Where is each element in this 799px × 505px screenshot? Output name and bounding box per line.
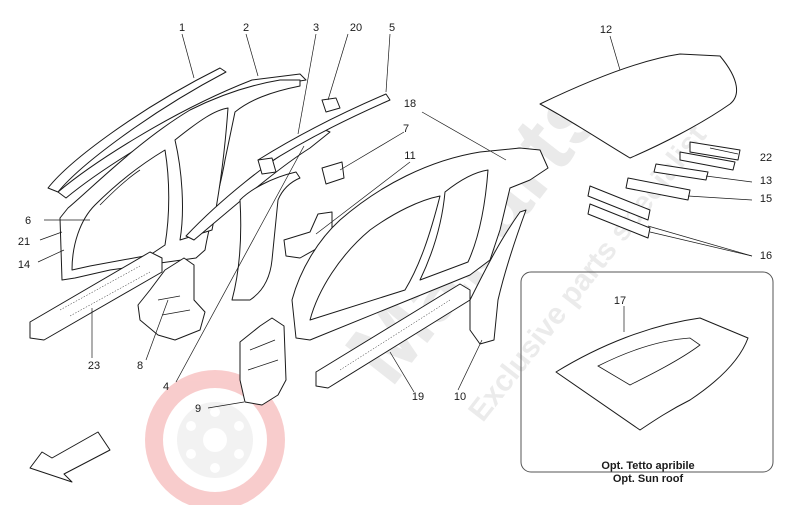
callout-14: 14 xyxy=(18,259,30,271)
watermark-logo xyxy=(145,370,285,505)
callout-5: 5 xyxy=(389,22,395,34)
callout-19: 19 xyxy=(412,391,424,403)
callout-21: 21 xyxy=(18,236,30,248)
part-roof-rail-left[interactable] xyxy=(47,67,307,199)
part-sill-left[interactable] xyxy=(29,251,163,341)
leader-lines xyxy=(37,33,753,409)
part-bracket-7[interactable] xyxy=(321,161,345,185)
callout-1: 1 xyxy=(179,22,185,34)
callout-6: 6 xyxy=(25,215,31,227)
callout-2: 2 xyxy=(243,22,249,34)
option-label-english: Opt. Sun roof xyxy=(613,473,684,485)
callout-10: 10 xyxy=(454,391,466,403)
part-cross-member-13[interactable] xyxy=(653,163,709,181)
callout-22: 22 xyxy=(760,152,772,164)
callout-3: 3 xyxy=(313,22,319,34)
callout-9: 9 xyxy=(195,403,201,415)
part-rear-rail[interactable] xyxy=(257,93,391,175)
option-label-italian: Opt. Tetto apribile xyxy=(601,460,694,472)
option-box-sunroof: Opt. Tetto apribile Opt. Sun roof xyxy=(520,271,774,485)
callout-labels: 1 2 3 20 5 12 18 7 11 22 13 15 6 21 16 1… xyxy=(18,22,772,415)
part-roof-bow[interactable] xyxy=(185,127,331,241)
watermark-logo-hub xyxy=(203,428,227,452)
callout-15: 15 xyxy=(760,193,772,205)
callout-7: 7 xyxy=(403,123,409,135)
callout-17: 17 xyxy=(614,295,626,307)
callout-13: 13 xyxy=(760,175,772,187)
part-cross-member-22[interactable] xyxy=(679,141,741,171)
part-roof-panel[interactable] xyxy=(539,53,738,159)
part-b-pillar[interactable] xyxy=(231,171,301,301)
callout-4: 4 xyxy=(163,381,169,393)
callout-18: 18 xyxy=(404,98,416,110)
part-sunroof-panel[interactable] xyxy=(555,317,749,431)
callout-12: 12 xyxy=(600,24,612,36)
callout-11: 11 xyxy=(404,150,415,162)
part-bracket-20[interactable] xyxy=(321,97,341,113)
option-box-frame xyxy=(520,271,774,473)
part-a-pillar-lower[interactable] xyxy=(137,257,206,341)
part-cross-member-16[interactable] xyxy=(587,185,651,239)
callout-8: 8 xyxy=(137,360,143,372)
part-c-pillar[interactable] xyxy=(469,209,527,345)
part-body-side-left[interactable] xyxy=(59,79,301,281)
part-cross-member-15[interactable] xyxy=(625,177,691,201)
part-a-pillar-inner[interactable] xyxy=(239,317,287,406)
front-direction-arrow-icon xyxy=(29,431,111,483)
callout-23: 23 xyxy=(88,360,100,372)
part-body-side-right[interactable] xyxy=(291,147,549,341)
callout-20: 20 xyxy=(350,22,362,34)
callout-16: 16 xyxy=(760,250,772,262)
